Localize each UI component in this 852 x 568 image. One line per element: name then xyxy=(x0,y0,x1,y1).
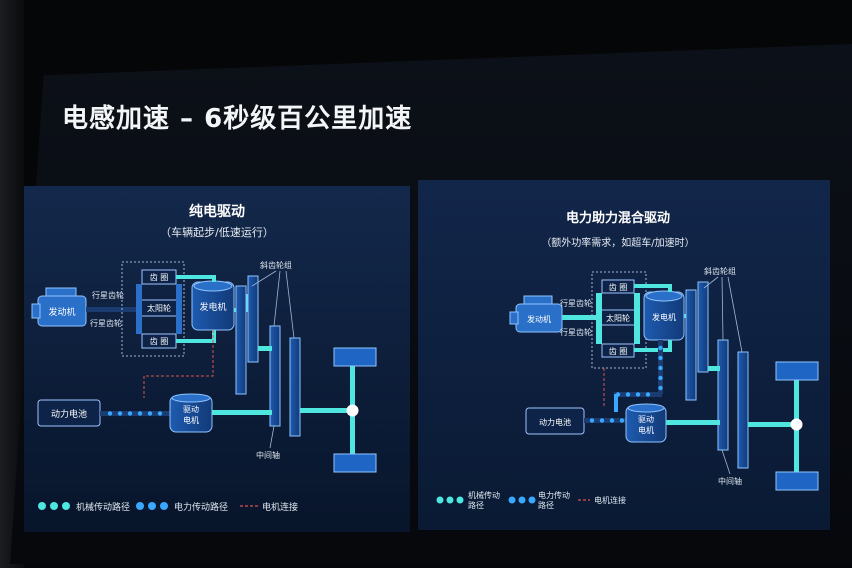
legend-mech-marker xyxy=(436,496,464,504)
legend-mech-label-1: 机械传动 xyxy=(468,490,500,500)
differential xyxy=(346,404,359,417)
mech-path-ring-bottom xyxy=(176,330,216,343)
pure-electric-diagram: 纯电驱动 （车辆起步/低速运行） 发动机 行星齿轮 行星齿轮 齿 圈 太阳轮 齿… xyxy=(24,186,410,532)
legend-mech-marker xyxy=(38,502,70,510)
drive-motor-label-1: 驱动 xyxy=(183,404,199,414)
sun-gear-label: 太阳轮 xyxy=(606,313,630,323)
planet-gear-label-bottom: 行星齿轮 xyxy=(560,327,592,337)
drive-motor-label-2: 电机 xyxy=(183,415,199,425)
legend-elec-label-1: 电力传动 xyxy=(538,490,570,500)
helical-gear-4 xyxy=(737,351,749,469)
slide-title: 电感加速 – 6秒级百公里加速 xyxy=(62,104,413,134)
helical-gear-2 xyxy=(247,275,259,363)
panel-title: 纯电驱动 xyxy=(189,203,245,220)
legend-mech-label-2: 路径 xyxy=(468,500,484,510)
sun-gear-label: 太阳轮 xyxy=(147,303,171,313)
motor-wire xyxy=(143,330,214,398)
wheel-bottom xyxy=(333,453,377,473)
elec-path-gen-dots xyxy=(658,345,663,391)
intermediate-shaft-label: 中间轴 xyxy=(256,450,280,460)
planet-gear-label-top: 行星齿轮 xyxy=(560,298,592,308)
pure-electric-panel: 纯电驱动 （车辆起步/低速运行） 发动机 行星齿轮 行星齿轮 齿 圈 太阳轮 齿… xyxy=(24,186,410,532)
battery-label: 动力电池 xyxy=(51,408,87,420)
engine-icon xyxy=(509,295,563,333)
legend-elec-label-2: 路径 xyxy=(538,500,554,510)
drive-motor-icon xyxy=(169,393,213,433)
differential xyxy=(790,418,803,431)
ring-gear-bottom-label: 齿 圈 xyxy=(609,347,628,356)
planet-carrier-left xyxy=(136,284,142,334)
helical-gear-label: 斜齿轮组 xyxy=(704,266,736,276)
helical-leader-1 xyxy=(251,270,277,287)
generator-label: 发电机 xyxy=(199,301,226,313)
helical-gear-4 xyxy=(289,337,301,437)
panel-subtitle: （车辆起步/低速运行） xyxy=(160,225,274,239)
drive-motor-label-2: 电机 xyxy=(638,425,654,435)
mech-path-to-axle xyxy=(300,408,348,413)
panel-title: 电力助力混合驱动 xyxy=(566,210,670,226)
planet-carrier-left xyxy=(596,293,602,344)
mech-path-ring-top xyxy=(176,275,216,282)
intermediate-shaft-label: 中间轴 xyxy=(718,476,742,486)
elec-path-base xyxy=(584,418,626,423)
generator-icon xyxy=(643,290,685,341)
mech-path-to-axle xyxy=(748,422,794,427)
ring-gear-top-label: 齿 圈 xyxy=(609,283,628,292)
hybrid-assist-panel: 电力助力混合驱动 （额外功率需求，如超车/加速时） 发动机 行星齿轮 行星齿轮 … xyxy=(418,180,830,530)
battery-label: 动力电池 xyxy=(539,417,571,427)
engine-label: 发动机 xyxy=(48,306,75,318)
mech-path-ring-top xyxy=(634,284,672,292)
planetary-set-outline xyxy=(121,261,185,357)
generator-label: 发电机 xyxy=(652,312,676,322)
engine-label: 发动机 xyxy=(527,314,551,324)
engine-shaft xyxy=(86,307,146,312)
planet-gear-label-top: 行星齿轮 xyxy=(92,290,124,300)
planet-carrier-right xyxy=(176,284,182,334)
elec-path-dots xyxy=(107,411,163,416)
helical-leader-3 xyxy=(727,276,743,353)
legend-elec-label: 电力传动路径 xyxy=(174,501,228,513)
legend-elec-marker xyxy=(508,496,536,504)
helical-leader-2 xyxy=(721,276,724,341)
ring-gear-bottom-label: 齿 圈 xyxy=(150,337,169,346)
helical-leader-1 xyxy=(703,276,719,289)
elec-path-dots xyxy=(589,418,625,423)
mech-link-1 xyxy=(708,366,720,371)
mech-path-motor-out xyxy=(666,420,720,425)
wheel-top xyxy=(775,361,819,381)
generator-icon xyxy=(191,280,235,331)
legend-mech-label: 机械传动路径 xyxy=(76,501,130,513)
helical-gear-3 xyxy=(269,325,281,427)
wheel-top xyxy=(333,347,377,367)
mech-path-engine-out xyxy=(562,315,610,320)
helical-leader-3 xyxy=(285,270,295,339)
helical-gear-label: 斜齿轮组 xyxy=(260,260,292,270)
ring-gear-top-label: 齿 圈 xyxy=(150,273,169,282)
mech-path-motor-out xyxy=(212,410,272,415)
planet-gear-label-bottom: 行星齿轮 xyxy=(90,318,122,328)
legend-elec-marker xyxy=(136,502,168,510)
mech-link-1 xyxy=(258,346,272,351)
helical-gear-3 xyxy=(717,339,729,451)
hybrid-assist-diagram: 电力助力混合驱动 （额外功率需求，如超车/加速时） 发动机 行星齿轮 行星齿轮 … xyxy=(418,180,830,530)
mech-path-ring-bottom xyxy=(634,340,672,352)
drive-motor-label-1: 驱动 xyxy=(638,414,654,424)
wheel-bottom xyxy=(775,471,819,491)
legend-wire-label: 电机连接 xyxy=(262,501,298,513)
legend-wire-label: 电机连接 xyxy=(594,495,626,505)
panel-subtitle: （额外功率需求，如超车/加速时） xyxy=(541,236,694,249)
helical-gear-2 xyxy=(697,281,709,373)
planet-carrier-right xyxy=(634,293,640,344)
helical-leader-2 xyxy=(273,270,281,327)
helical-gear-1 xyxy=(235,285,247,395)
shaft-leader xyxy=(721,449,731,475)
shaft-leader xyxy=(269,425,275,449)
helical-gear-1 xyxy=(685,289,697,401)
elec-path-base xyxy=(100,411,170,416)
